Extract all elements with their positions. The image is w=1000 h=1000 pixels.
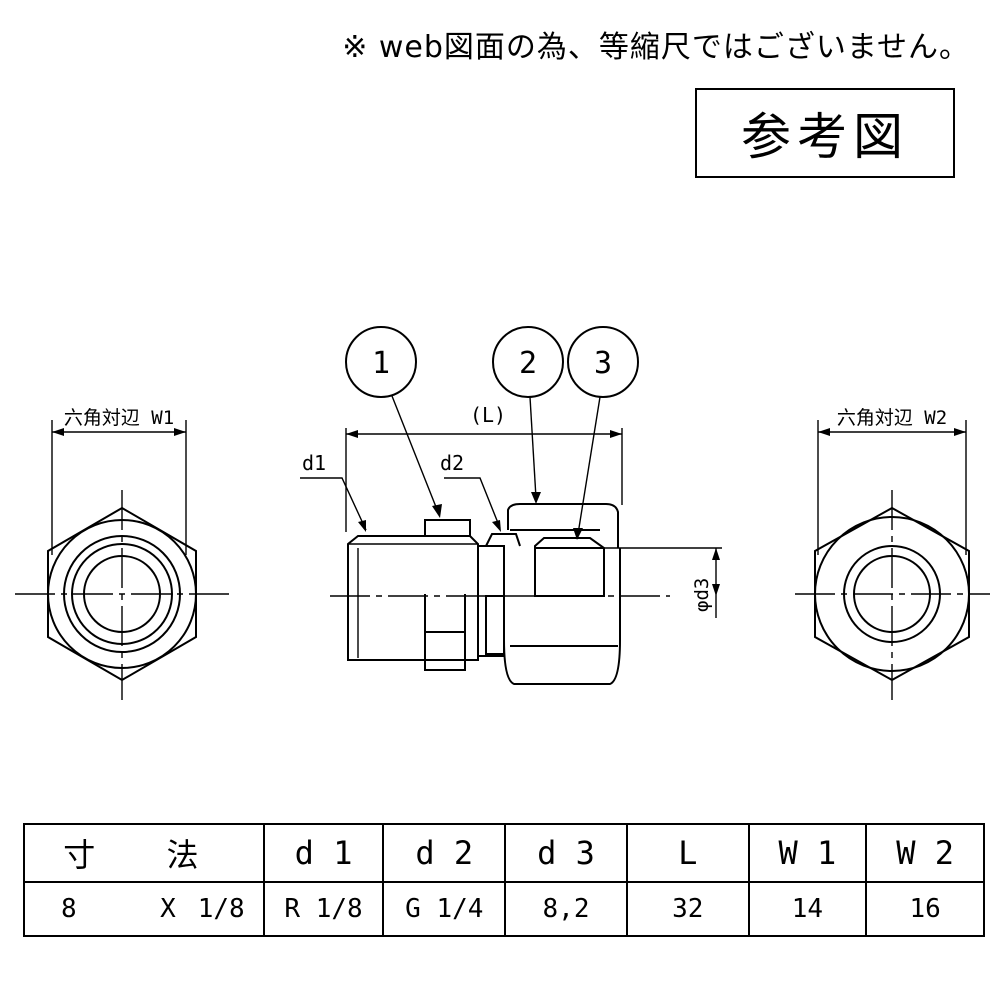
side-view: (L) d1 d2 φd3 1 2 3 [300, 326, 722, 685]
nut-top [507, 503, 619, 548]
size-x: X [160, 894, 176, 924]
fitting-drawing: 六角対辺 W1 六角対辺 W2 [15, 326, 990, 700]
header-d3: d 3 [504, 823, 628, 883]
d2-leader [444, 477, 501, 529]
balloon-1-leader [391, 395, 439, 513]
table-value-row: 8 X 1/8 R 1/8 G 1/4 8,2 32 14 16 [23, 881, 985, 937]
reference-drawing-label: 参考図 [695, 88, 955, 178]
d1-leader [300, 477, 367, 531]
size-thread: 1/8 [197, 894, 245, 924]
drawing-note: ※ web図面の為、等縮尺ではございません。 [342, 30, 970, 65]
nut-body [503, 548, 621, 685]
body-hex-lower [424, 631, 466, 671]
arrow-head [954, 428, 966, 436]
value-w1: 14 [747, 881, 868, 937]
hex-w1-label: 六角対辺 W1 [64, 407, 174, 429]
arrow-head [610, 430, 622, 438]
value-d1: R 1/8 [262, 881, 385, 937]
d3-label: φd3 [691, 578, 713, 612]
dimension-table: 寸 法 d 1 d 2 d 3 L W 1 W 2 8 X 1/8 R 1/8 … [23, 823, 985, 937]
left-end-view: 六角対辺 W1 [15, 407, 230, 700]
hex-w2-label: 六角対辺 W2 [837, 407, 947, 429]
arrow-head [492, 520, 501, 532]
arrow-head [573, 528, 583, 540]
header-d2: d 2 [382, 823, 507, 883]
arrow-head [346, 430, 358, 438]
arrow-head [174, 428, 186, 436]
arrow-head [358, 520, 366, 532]
arrow-head [531, 492, 541, 504]
balloon-2-number: 2 [519, 346, 537, 381]
balloon-2: 2 [492, 326, 564, 504]
sleeve [534, 537, 605, 597]
header-w2: W 2 [865, 823, 985, 883]
table-header-row: 寸 法 d 1 d 2 d 3 L W 1 W 2 [23, 823, 985, 883]
d1-label: d1 [302, 451, 326, 475]
balloon-3: 3 [567, 326, 639, 540]
balloon-2-leader [529, 396, 537, 499]
header-size: 寸 法 [23, 823, 265, 883]
balloon-3-leader [577, 396, 601, 535]
balloon-1-number: 1 [372, 346, 390, 381]
neck [477, 545, 505, 657]
value-size: 8 X 1/8 [23, 881, 265, 937]
balloon-3-number: 3 [594, 346, 612, 381]
arrow-head [52, 428, 64, 436]
value-d3: 8,2 [504, 881, 628, 937]
arrow-head [712, 548, 720, 560]
body-thread-r [347, 535, 479, 661]
arrow-head [818, 428, 830, 436]
neck-inner [485, 595, 505, 655]
length-label: (L) [470, 403, 506, 427]
header-d1: d 1 [262, 823, 385, 883]
balloon-1: 1 [345, 326, 442, 518]
value-w2: 16 [865, 881, 985, 937]
arrow-head [432, 504, 442, 518]
d2-label: d2 [440, 451, 464, 475]
header-w1: W 1 [747, 823, 868, 883]
header-l: L [625, 823, 750, 883]
right-end-view: 六角対辺 W2 [795, 407, 990, 700]
value-d2: G 1/4 [382, 881, 507, 937]
g-thread-top [485, 533, 521, 547]
size-tube: 8 [61, 894, 77, 924]
value-l: 32 [625, 881, 750, 937]
body-hex-upper [424, 519, 471, 536]
arrow-head [712, 584, 720, 596]
